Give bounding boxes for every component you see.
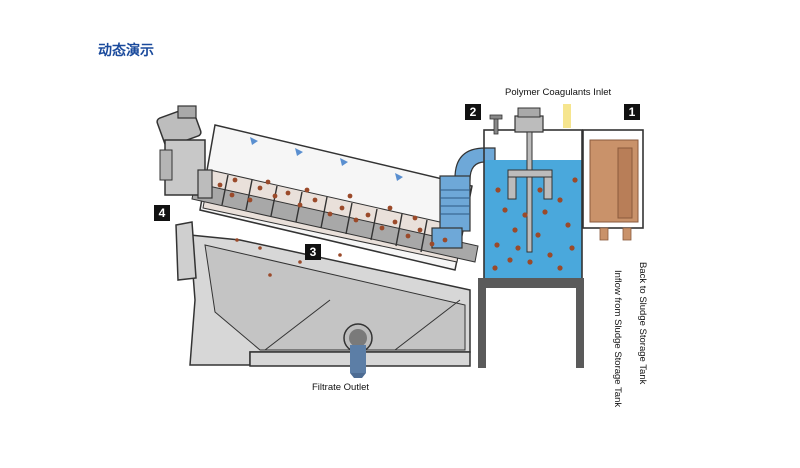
flocculation-tank [478, 107, 584, 368]
page-title: 动态演示 [98, 43, 154, 59]
polymer-inlet-glow [563, 104, 571, 128]
sludge-particles [217, 177, 578, 277]
inflow-label: Inflow from Sludge Storage Tank [612, 270, 623, 408]
filtrate-outflow [350, 345, 366, 378]
badge-4: 4 [154, 205, 170, 221]
drive-motor [156, 105, 213, 199]
badge-3: 3 [305, 244, 321, 260]
back-to-tank-label: Back to Sludge Storage Tank [637, 262, 648, 385]
feed-pipe [431, 147, 496, 249]
left-support [175, 221, 197, 281]
sludge-storage-box [582, 129, 644, 241]
filtrate-outlet-label: Filtrate Outlet [312, 382, 370, 393]
badge-1: 1 [624, 104, 640, 120]
screw-drum [191, 124, 479, 271]
polymer-inlet-label: Polymer Coagulants Inlet [505, 87, 612, 98]
badge-2: 2 [465, 104, 481, 120]
